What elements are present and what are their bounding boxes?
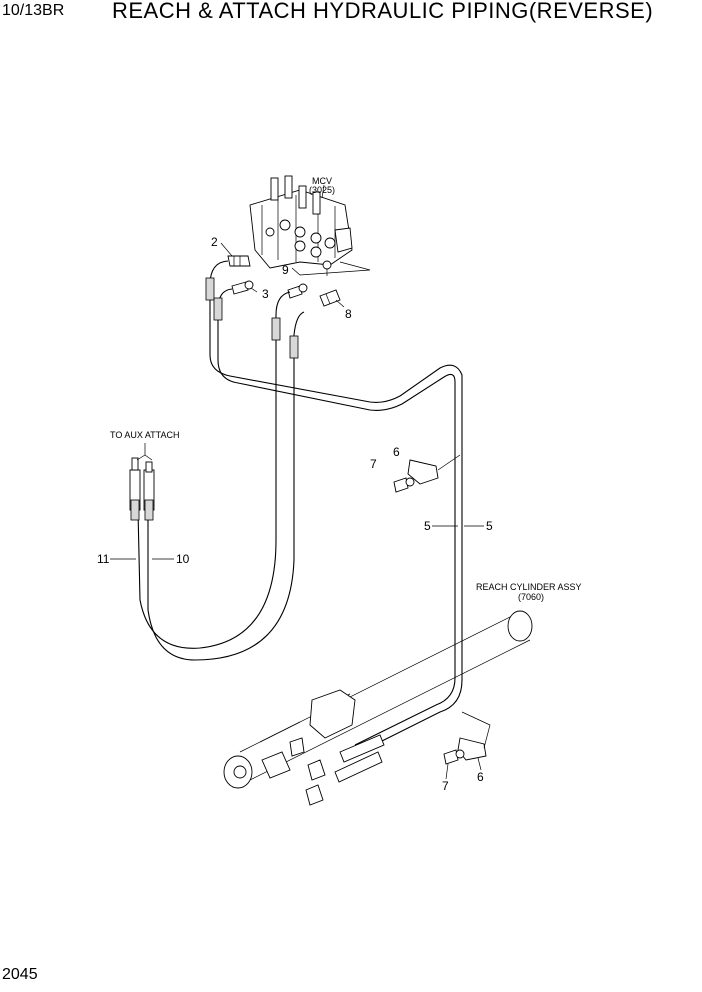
hose-5: [205, 260, 463, 753]
fitting-3: [231, 280, 254, 295]
clamp-6-lower: [457, 711, 491, 761]
bolt-7-lower: [443, 749, 465, 765]
reach-cylinder-label: REACH CYLINDER ASSY: [476, 582, 582, 592]
callout-2: 2: [211, 235, 218, 249]
clamp-6-upper: [407, 454, 461, 485]
reach-cylinder: [223, 610, 533, 806]
reach-cylinder-ref-label: (7060): [518, 592, 544, 602]
mcv-label: MCV: [312, 176, 332, 186]
callout-3: 3: [262, 287, 269, 301]
callout-6-lower: 6: [477, 770, 484, 784]
callout-10: 10: [176, 552, 190, 566]
to-aux-attach-label: TO AUX ATTACH: [110, 430, 180, 440]
fitting-9: [287, 283, 308, 299]
page-title: REACH & ATTACH HYDRAULIC PIPING(REVERSE): [112, 0, 654, 23]
callout-6-upper: 6: [393, 445, 400, 459]
bolt-7-upper: [393, 477, 415, 493]
mcv-valve-block: [249, 175, 353, 276]
mcv-ref-label: (3025): [309, 185, 335, 195]
callout-8: 8: [345, 307, 352, 321]
page-number: 2045: [2, 966, 38, 983]
callout-11: 11: [97, 552, 110, 566]
callout-5-right: 5: [486, 519, 493, 533]
fitting-2: [227, 255, 251, 267]
model-code: 10/13BR: [2, 2, 65, 19]
callout-5-left: 5: [424, 519, 431, 533]
callout-9: 9: [282, 263, 289, 277]
hose-10-11: [129, 291, 305, 661]
callout-7-upper: 7: [370, 457, 377, 471]
fitting-8: [319, 289, 341, 307]
callout-7-lower: 7: [442, 779, 449, 793]
